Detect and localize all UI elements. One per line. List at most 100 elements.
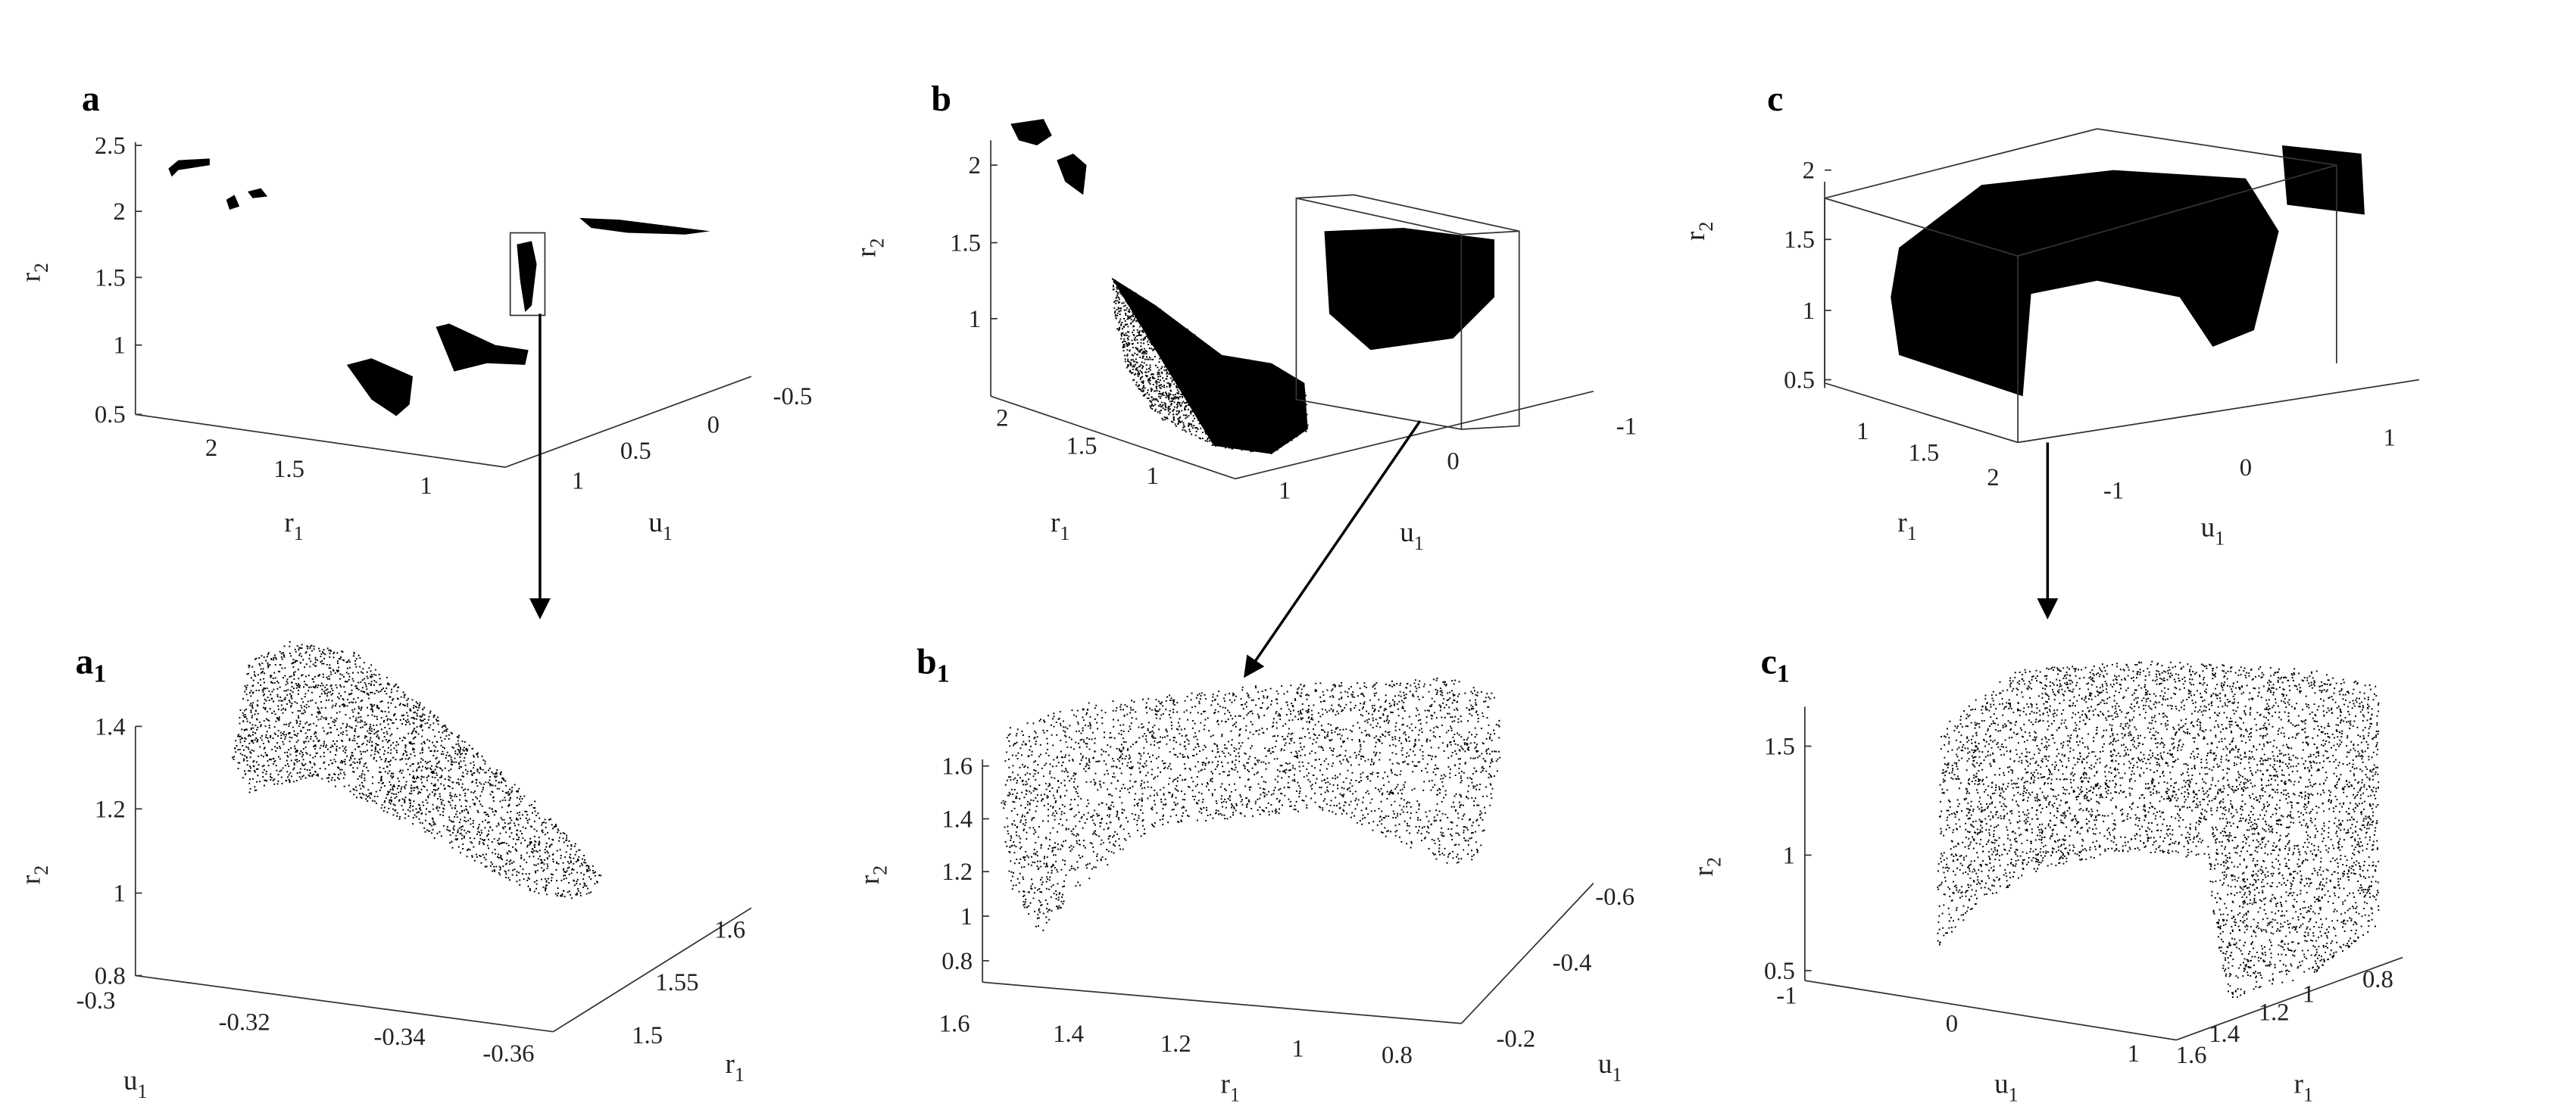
y-tick-label: 1.6 xyxy=(2176,1042,2207,1069)
y-tick-label: 1 xyxy=(2383,425,2395,452)
x-axis-label: r1 xyxy=(1051,507,1069,544)
x-tick-label: -0.3 xyxy=(76,987,116,1015)
y-tick-label: 1.5 xyxy=(632,1022,663,1049)
y-tick-label: 0 xyxy=(2240,454,2252,482)
z-tick-label: 0.5 xyxy=(1784,366,1815,394)
y-tick-label: -1 xyxy=(2103,478,2124,505)
zoom-box-b xyxy=(1295,194,1520,430)
y-tick-label: 0 xyxy=(707,411,720,438)
y-axis xyxy=(2017,379,2420,444)
z-tick-label: 1.5 xyxy=(95,264,126,291)
z-tick-label: 1 xyxy=(113,332,125,360)
z-axis-label: r2 xyxy=(854,865,891,884)
y-axis xyxy=(552,907,752,1033)
x-tick-label: 2 xyxy=(205,435,217,462)
z-tick-label: 2.5 xyxy=(95,132,126,160)
x-tick-label: -0.32 xyxy=(219,1009,270,1037)
panel-label: a1 xyxy=(76,642,107,688)
z-tick-label: 1 xyxy=(960,903,973,931)
z-tick-label: 1.4 xyxy=(95,713,126,740)
annotations xyxy=(509,128,2337,678)
panel-label: b1 xyxy=(916,642,949,688)
attractor-points xyxy=(1112,278,1309,454)
z-tick-label: 1 xyxy=(1782,842,1794,869)
y-axis-label: u1 xyxy=(2201,513,2225,550)
x-tick-label: 0.8 xyxy=(1382,1042,1413,1069)
y-axis-label: u1 xyxy=(648,507,673,544)
x-tick-label: 1.2 xyxy=(1160,1030,1191,1058)
y-tick-label: -0.2 xyxy=(1496,1025,1535,1052)
z-tick-label: 1.6 xyxy=(941,753,973,781)
panel-label: c xyxy=(1767,79,1783,119)
y-tick-label: -0.6 xyxy=(1595,884,1635,911)
z-tick-label: 2 xyxy=(969,152,981,179)
y-axis xyxy=(1235,390,1594,480)
x-tick-label: 1.5 xyxy=(1066,433,1098,460)
x-tick-label: 2 xyxy=(1987,464,1999,491)
attractor-blob xyxy=(517,241,537,313)
x-tick-label: 1 xyxy=(1856,418,1869,445)
z-axis-label: r2 xyxy=(851,238,888,257)
y-axis xyxy=(1460,882,1594,1024)
z-axis-label: r2 xyxy=(15,865,52,884)
x-tick-label: 1 xyxy=(420,472,432,500)
attractor-blob xyxy=(168,158,210,177)
panel-label: a xyxy=(82,79,100,119)
z-tick-label: 1 xyxy=(113,880,125,907)
y-axis-label: r1 xyxy=(2294,1068,2313,1105)
panel-label: c1 xyxy=(1761,642,1790,688)
attractor-blob xyxy=(248,188,268,198)
x-tick-label: 1 xyxy=(2128,1040,2140,1068)
attractor-points xyxy=(1937,660,2380,999)
x-tick-label: 0 xyxy=(1946,1011,1958,1038)
z-tick-label: 1 xyxy=(1803,298,1815,325)
attractor-blob xyxy=(436,323,529,372)
attractor-blob xyxy=(226,195,240,210)
y-tick-label: -0.5 xyxy=(773,383,813,410)
y-axis xyxy=(504,376,752,468)
y-tick-label: 1.6 xyxy=(714,916,745,943)
x-axis-label: r1 xyxy=(1221,1068,1240,1105)
z-tick-label: 0.8 xyxy=(941,948,973,975)
y-tick-label: -0.4 xyxy=(1553,949,1592,977)
attractor-blob xyxy=(1010,119,1052,145)
z-tick-label: 2 xyxy=(113,198,125,226)
attractor-points xyxy=(232,641,602,899)
y-tick-label: 0.8 xyxy=(2362,966,2393,993)
attractor-blob xyxy=(346,358,414,416)
attractor-points xyxy=(1001,678,1501,931)
y-axis xyxy=(2176,956,2403,1041)
z-tick-label: 0.5 xyxy=(95,401,126,429)
attractor-blob xyxy=(1057,153,1087,195)
x-tick-label: 1 xyxy=(1291,1035,1304,1062)
x-axis-label: r1 xyxy=(284,507,303,544)
z-tick-label: 0.8 xyxy=(95,962,126,990)
x-axis xyxy=(990,395,1236,480)
y-axis-label: u1 xyxy=(1598,1049,1622,1086)
z-axis-label: r2 xyxy=(1680,222,1717,241)
x-tick-label: 1.4 xyxy=(1053,1021,1084,1048)
z-axis-label: r2 xyxy=(1688,857,1725,876)
panel-label: b xyxy=(931,79,951,119)
x-axis xyxy=(982,981,1462,1024)
z-tick-label: 1.2 xyxy=(95,796,126,823)
z-tick-label: 1.2 xyxy=(941,859,973,886)
x-tick-label: 1.5 xyxy=(273,456,304,483)
x-axis-label: u1 xyxy=(1994,1068,2019,1105)
zoom-box-c xyxy=(1824,128,2337,443)
z-tick-label: 1.5 xyxy=(1764,733,1795,760)
z-tick-label: 0.5 xyxy=(1764,958,1795,985)
z-axis-label: r2 xyxy=(15,263,52,282)
y-tick-label: 1 xyxy=(572,467,584,494)
zoom-arrow xyxy=(1244,420,1422,678)
x-tick-label: -1 xyxy=(1776,983,1797,1010)
x-axis-label: u1 xyxy=(123,1065,147,1102)
z-tick-label: 1.5 xyxy=(950,229,981,257)
y-tick-label: 1.4 xyxy=(2209,1021,2240,1048)
x-axis-label: r1 xyxy=(1897,507,1916,544)
